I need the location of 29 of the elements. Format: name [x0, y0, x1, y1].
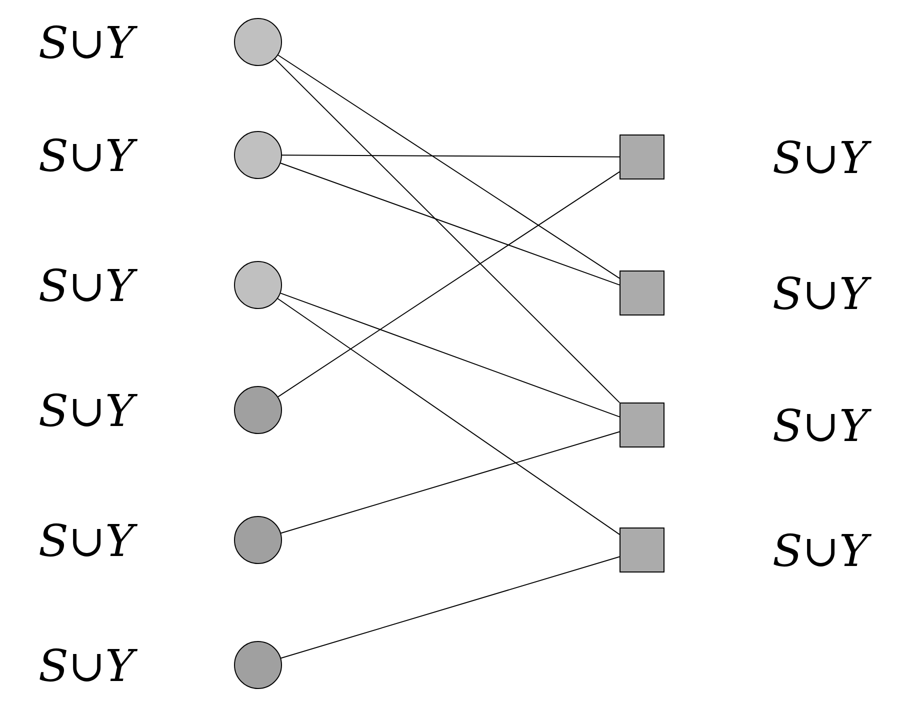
circle-node — [234, 516, 282, 564]
node-label: S∪Y — [774, 140, 872, 174]
node-label: S∪Y — [40, 393, 138, 427]
node-label: S∪Y — [40, 25, 138, 59]
node-label: S∪Y — [774, 408, 872, 442]
square-node — [620, 528, 664, 572]
connector-line — [278, 54, 620, 279]
square-node — [620, 402, 664, 448]
connector-line — [280, 431, 620, 534]
connector-line — [274, 58, 620, 404]
square-node — [620, 270, 664, 316]
node-label: S∪Y — [40, 648, 138, 682]
connector-line — [278, 171, 620, 398]
node-label: S∪Y — [40, 138, 138, 172]
circle-node — [234, 18, 282, 66]
circle-node — [234, 386, 282, 434]
connector-line — [277, 298, 620, 535]
node-label: S∪Y — [774, 276, 872, 310]
connector-line — [280, 292, 620, 418]
connector-line — [280, 162, 620, 286]
square-node — [620, 134, 664, 180]
node-label: S∪Y — [40, 523, 138, 557]
circle-node — [234, 131, 282, 179]
node-label: S∪Y — [774, 533, 872, 567]
circle-node — [234, 641, 282, 689]
node-label: S∪Y — [40, 268, 138, 302]
connector-line — [282, 154, 620, 158]
circle-node — [234, 261, 282, 309]
connector-line — [280, 556, 620, 659]
